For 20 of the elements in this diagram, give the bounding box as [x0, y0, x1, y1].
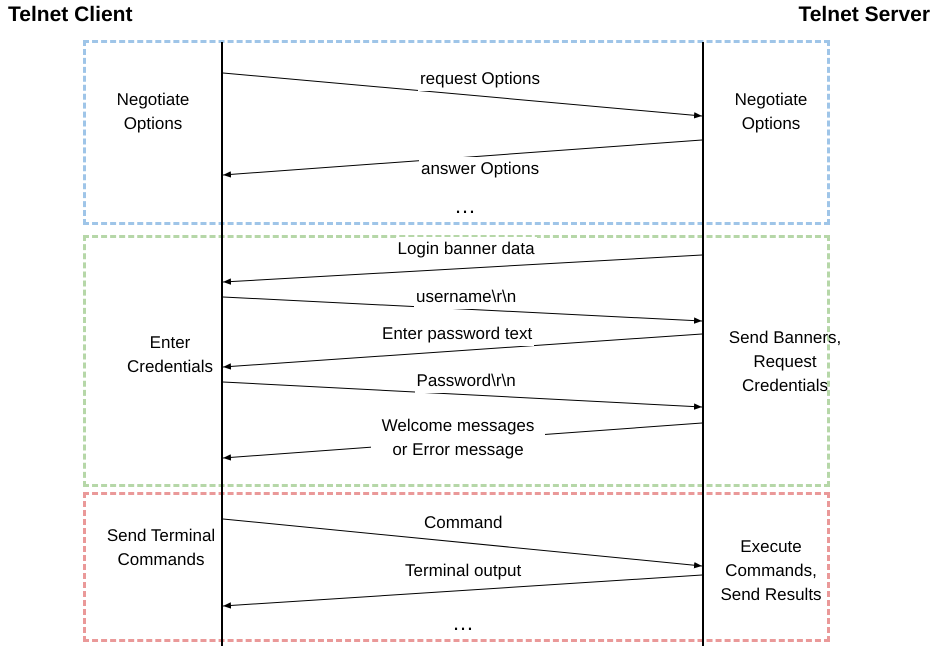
message-arrow: [222, 296, 702, 324]
phase-label: Send Banners, Request Credentials: [720, 326, 850, 398]
phase-label: Enter Credentials: [110, 331, 230, 379]
lifeline: [702, 42, 704, 646]
phase-label: Send Terminal Commands: [91, 524, 231, 572]
message-arrow: [222, 72, 702, 118]
ellipsis: …: [452, 612, 474, 634]
phase-label: Negotiate Options: [93, 88, 213, 136]
lifeline: [221, 42, 223, 646]
message-arrow: [222, 574, 702, 609]
participant-label: Telnet Client: [8, 2, 132, 28]
message-arrow: [222, 254, 702, 285]
phase-label: Execute Commands, Send Results: [708, 535, 834, 607]
message-arrow: [222, 140, 702, 178]
message-arrow: [222, 334, 702, 370]
phase-label: Negotiate Options: [711, 88, 831, 136]
participant-label: Telnet Server: [798, 2, 930, 28]
ellipsis: …: [454, 195, 476, 217]
message-arrow: [222, 518, 702, 568]
message-arrow: [222, 382, 702, 410]
